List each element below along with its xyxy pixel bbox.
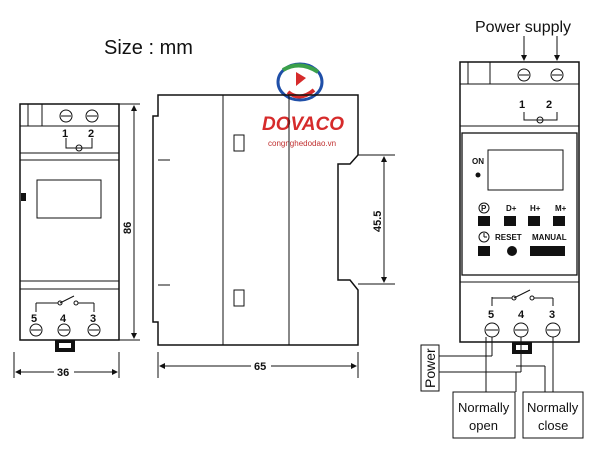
front-terminal-1: 1 bbox=[62, 128, 68, 140]
panel-m-plus: M+ bbox=[555, 204, 567, 213]
panel-d-plus: D+ bbox=[506, 204, 517, 213]
normally-close-box: Normally close bbox=[522, 391, 584, 439]
status-led bbox=[475, 172, 481, 178]
panel-on-label: ON bbox=[472, 157, 484, 166]
logo-text: DOVACO bbox=[262, 114, 344, 135]
p-button[interactable] bbox=[478, 216, 490, 226]
dim-height-label: 86 bbox=[122, 222, 134, 234]
m-plus-button[interactable] bbox=[553, 216, 565, 226]
dimension-depth: 65 bbox=[157, 352, 359, 378]
side-view bbox=[152, 94, 359, 346]
dimension-width: 36 bbox=[13, 352, 120, 379]
manual-button[interactable] bbox=[530, 246, 565, 256]
wiring-terminal-3: 3 bbox=[549, 309, 555, 321]
panel-p-symbol: P bbox=[481, 204, 487, 213]
panel-h-plus: H+ bbox=[530, 204, 541, 213]
wiring-terminal-5: 5 bbox=[488, 309, 494, 321]
clock-icon bbox=[478, 231, 490, 243]
normally-open-line2: open bbox=[469, 418, 498, 433]
panel-reset: RESET bbox=[495, 233, 522, 242]
d-plus-button[interactable] bbox=[504, 216, 516, 226]
normally-close-line2: close bbox=[538, 418, 568, 433]
dimension-height: 86 bbox=[119, 103, 140, 341]
normally-open-line1: Normally bbox=[458, 400, 510, 415]
front-terminal-5: 5 bbox=[31, 313, 37, 325]
power-label: Power bbox=[422, 348, 438, 388]
wiring-terminal-4: 4 bbox=[518, 309, 525, 321]
reset-set-button[interactable] bbox=[478, 246, 490, 256]
wiring-view: 1 2 ON P D+ H+ M+ RESET MANUAL bbox=[459, 36, 580, 354]
panel-manual: MANUAL bbox=[532, 233, 567, 242]
h-plus-button[interactable] bbox=[528, 216, 540, 226]
front-terminal-4: 4 bbox=[60, 313, 67, 325]
dim-step-label: 45.5 bbox=[372, 211, 384, 232]
wiring-lines: Power bbox=[420, 337, 554, 392]
dim-width-label: 36 bbox=[57, 367, 69, 379]
power-supply-label: Power supply bbox=[475, 19, 571, 36]
wiring-terminal-1: 1 bbox=[519, 99, 525, 111]
dim-depth-label: 65 bbox=[254, 361, 266, 373]
dovaco-logo: DOVACO congnghedodao.vn bbox=[262, 62, 344, 148]
wiring-terminal-2: 2 bbox=[546, 99, 552, 111]
logo-site: congnghedodao.vn bbox=[268, 139, 336, 148]
dimension-step: 45.5 bbox=[358, 154, 395, 285]
front-terminal-2: 2 bbox=[88, 128, 94, 140]
normally-close-line1: Normally bbox=[527, 400, 579, 415]
reset-button[interactable] bbox=[507, 246, 517, 256]
size-label: Size : mm bbox=[104, 37, 193, 59]
front-view: 1 2 5 4 3 bbox=[19, 103, 120, 352]
front-terminal-3: 3 bbox=[90, 313, 96, 325]
normally-open-box: Normally open bbox=[452, 391, 516, 439]
